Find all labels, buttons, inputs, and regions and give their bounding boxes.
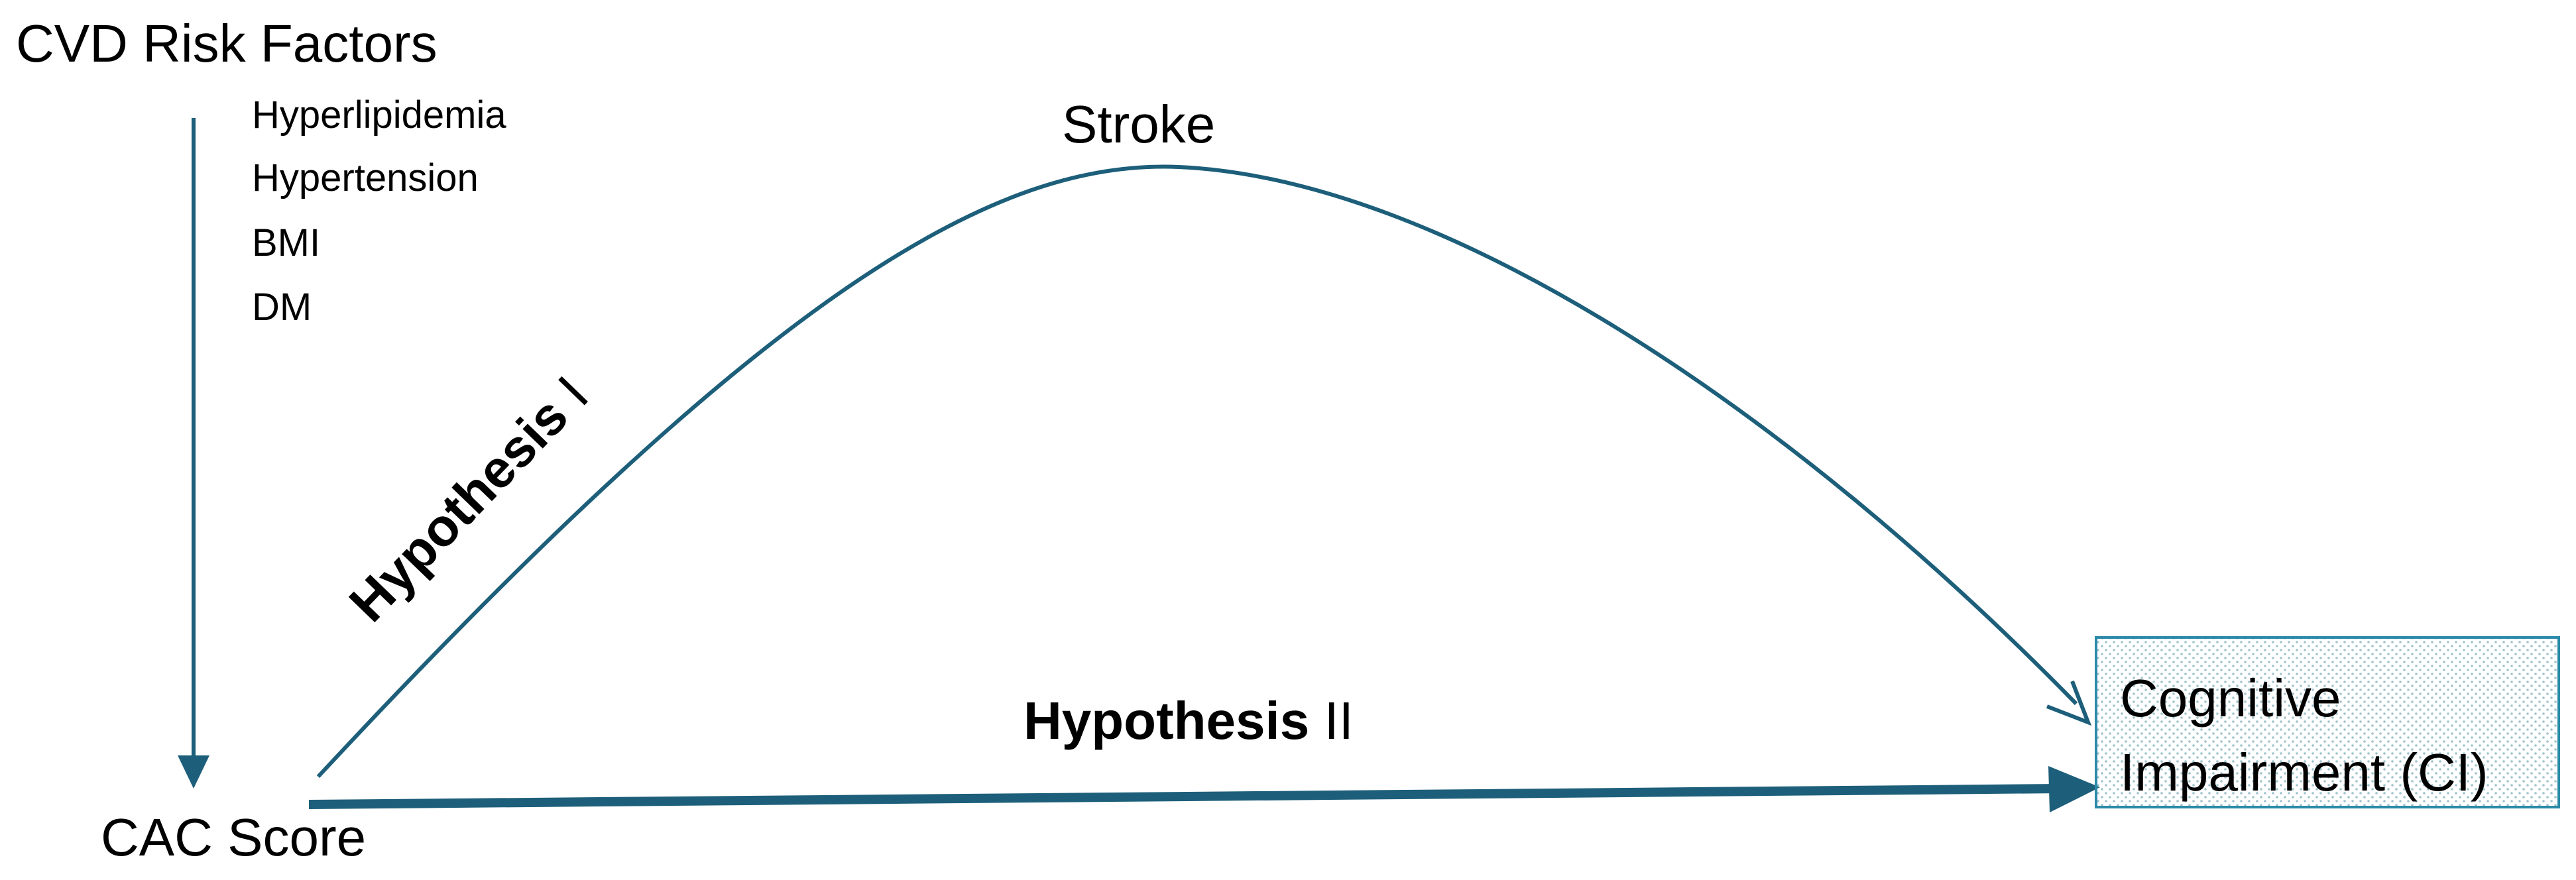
stroke-label: Stroke	[1062, 95, 1216, 154]
cognitive-impairment-line-2: Impairment (CI)	[2120, 743, 2488, 802]
cognitive-impairment-label: Cognitive Impairment (CI)	[2120, 661, 2488, 810]
cac-score-label: CAC Score	[101, 808, 367, 867]
hypothesis-2-numeral: II	[1324, 691, 1354, 750]
risk-factor-hypertension: Hypertension	[252, 156, 479, 199]
hypothesis-2-word: Hypothesis	[1024, 691, 1310, 750]
cognitive-impairment-line-1: Cognitive	[2120, 669, 2341, 728]
hypothesis-1-arrowhead	[2046, 680, 2092, 726]
risk-factor-dm: DM	[252, 286, 312, 329]
hypothesis-2-label: Hypothesis II	[1024, 694, 1354, 747]
hypothesis-1-curve	[316, 164, 2078, 779]
cognitive-impairment-box	[2095, 636, 2560, 808]
hypothesis-2-arrowhead	[2048, 766, 2100, 812]
hypothesis-2-arrow-shaft	[308, 784, 2062, 809]
risk-factors-title: CVD Risk Factors	[16, 14, 438, 73]
risk-to-cac-arrowhead	[178, 755, 209, 789]
risk-factor-hyperlipidemia: Hyperlipidemia	[252, 93, 506, 137]
risk-factor-bmi: BMI	[252, 221, 321, 264]
